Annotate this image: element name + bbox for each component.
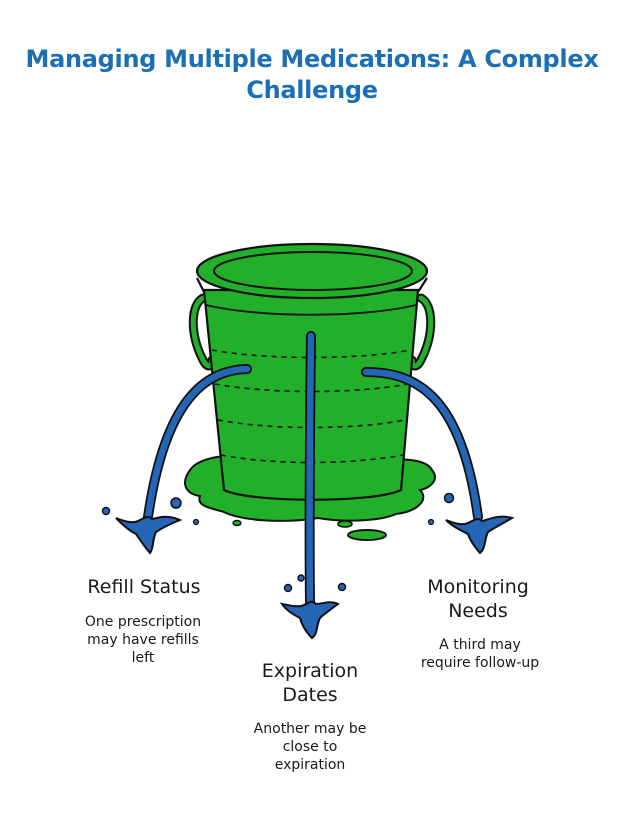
title-line-2: Challenge	[246, 76, 378, 104]
expiration-dates-label-line-2: Dates	[282, 684, 338, 706]
monitoring-needs-label-line-2: Needs	[448, 600, 508, 622]
middle-leak-stream	[279, 331, 347, 640]
monitoring-needs-desc-line-1: A third may	[439, 637, 521, 653]
expiration-dates-desc-line-1: Another may be	[253, 721, 367, 737]
refill-status-label: Refill Status	[64, 575, 224, 599]
expiration-dates-description: Another may be close to expiration	[230, 720, 390, 774]
page-title: Managing Multiple Medications: A Complex…	[0, 44, 624, 106]
refill-status-desc-line-3: left	[131, 650, 155, 666]
expiration-dates-label: Expiration Dates	[230, 659, 390, 707]
expiration-dates-desc-line-2: close to	[282, 739, 338, 755]
title-line-1: Managing Multiple Medications: A Complex	[25, 45, 599, 73]
refill-status-desc-line-2: may have refills	[87, 632, 199, 648]
monitoring-needs-label: Monitoring Needs	[398, 575, 558, 623]
monitoring-needs-desc-line-2: require follow-up	[420, 655, 540, 671]
expiration-dates-label-line-1: Expiration	[261, 660, 359, 682]
refill-status-label-line: Refill Status	[87, 576, 201, 598]
left-leak-stream	[101, 364, 252, 555]
refill-status-description: One prescription may have refills left	[64, 613, 222, 667]
monitoring-needs-label-line-1: Monitoring	[427, 576, 529, 598]
refill-status-desc-line-1: One prescription	[84, 614, 202, 630]
expiration-dates-desc-line-3: expiration	[274, 757, 346, 773]
right-leak-stream	[361, 367, 515, 555]
monitoring-needs-description: A third may require follow-up	[398, 636, 562, 672]
